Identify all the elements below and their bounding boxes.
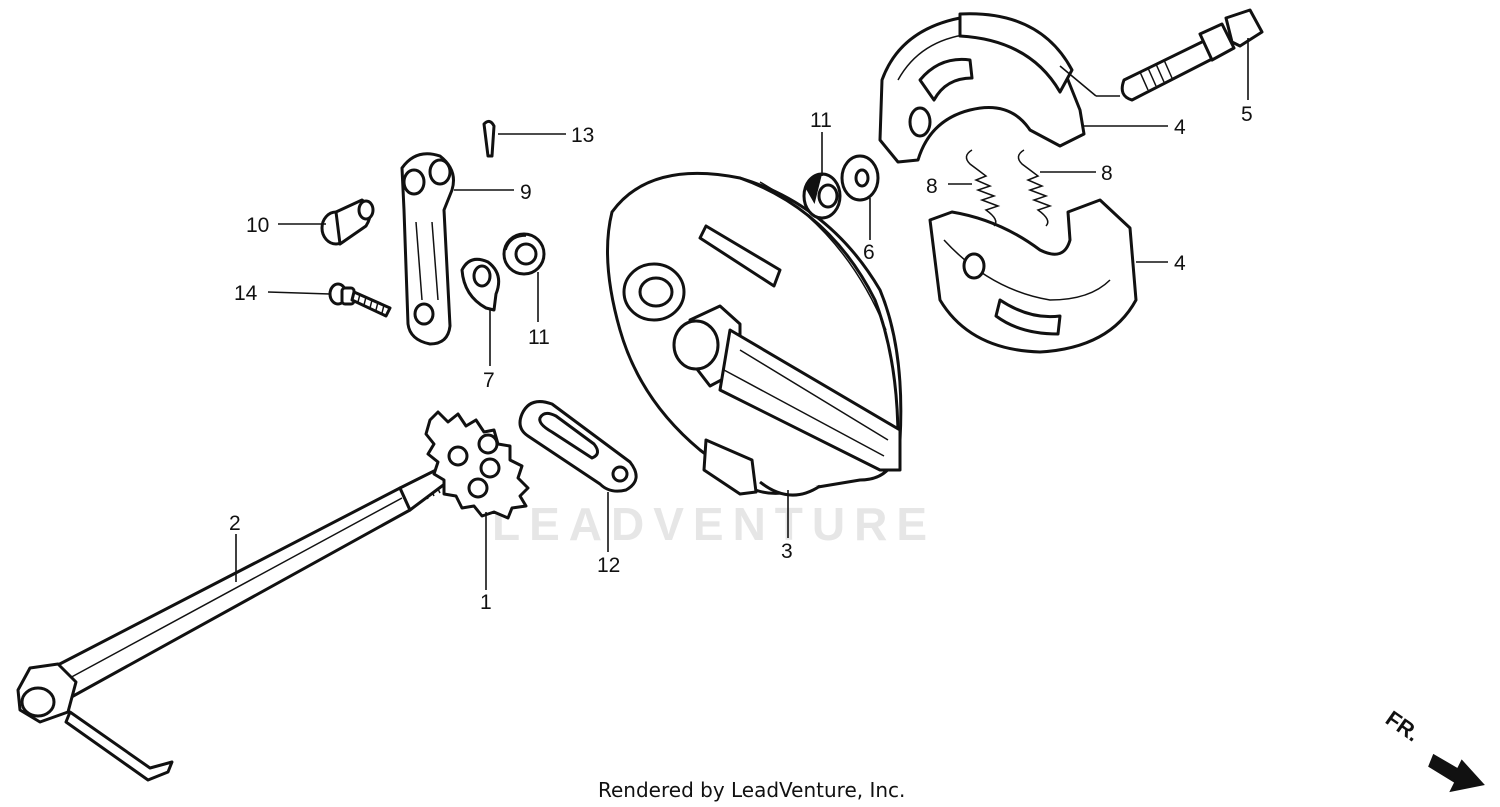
- brake-shoe-upper-part: [878, 12, 1086, 164]
- callout-labels: 1 2 3 4 4 5 6 7 8 8 9 10 11 11 12 13 14: [229, 103, 1253, 614]
- brake-panel-part: [606, 171, 903, 497]
- joint-pin-part: [320, 198, 375, 246]
- callout-8-right: 8: [1101, 162, 1113, 185]
- callout-3: 3: [781, 540, 793, 563]
- callout-9: 9: [520, 181, 532, 204]
- callout-6: 6: [863, 241, 875, 264]
- leader-lines: [235, 38, 1249, 590]
- cotter-pin-part: [482, 119, 496, 158]
- fr-label: FR.: [1381, 706, 1424, 747]
- callout-4-upper: 4: [1174, 116, 1186, 139]
- front-direction-arrow: FR.: [1381, 706, 1485, 793]
- seal-part-right: [802, 172, 842, 220]
- brake-shoe-lower-part: [928, 198, 1138, 354]
- sprocket-part: [424, 410, 530, 520]
- bolt-part: [328, 282, 392, 318]
- callout-11-right: 11: [810, 109, 832, 132]
- callout-1: 1: [480, 591, 492, 614]
- callout-8-left: 8: [926, 175, 938, 198]
- washer-part: [840, 154, 880, 202]
- callout-5: 5: [1241, 103, 1253, 126]
- callout-12: 12: [597, 554, 620, 577]
- anchor-bolt-part: [1120, 8, 1264, 102]
- callout-10: 10: [246, 214, 269, 237]
- callout-13: 13: [571, 124, 594, 147]
- spring-part-right: [1017, 149, 1053, 227]
- spring-part-left: [965, 149, 1001, 227]
- callout-14: 14: [234, 282, 258, 305]
- footer-credit: Rendered by LeadVenture, Inc.: [598, 778, 905, 802]
- callout-2: 2: [229, 512, 241, 535]
- plate-part: [518, 400, 638, 493]
- seal-part-left: [502, 232, 546, 276]
- brake-arm-part: [400, 152, 455, 346]
- indicator-part: [460, 257, 501, 312]
- axle-part: [16, 464, 452, 782]
- callout-7: 7: [483, 369, 495, 392]
- callout-4-lower: 4: [1174, 252, 1186, 275]
- watermark-text: LEADVENTURE: [492, 498, 936, 550]
- callout-11-left: 11: [528, 326, 550, 349]
